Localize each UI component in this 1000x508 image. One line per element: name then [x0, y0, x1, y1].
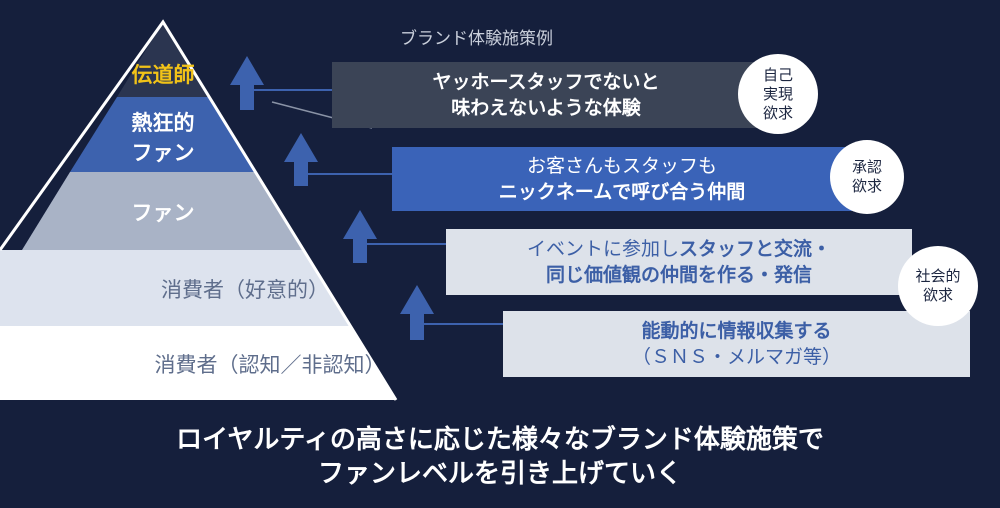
need-text: 自己 — [762, 65, 793, 84]
need-bubble-recognition: 承認 欲求 — [830, 140, 904, 214]
measure-text-line1: イベントに参加しスタッフと交流・ — [527, 236, 831, 262]
need-text: 実現 — [762, 84, 793, 103]
up-arrow-icon — [230, 56, 264, 110]
footer-caption-line2: ファンレベルを引き上げていく — [317, 459, 682, 489]
measure-box-self-actualization: ヤッホースタッフでないと 味わえないような体験 — [332, 62, 760, 128]
need-text: 欲求 — [762, 103, 793, 122]
need-text: 承認 — [851, 158, 882, 176]
up-arrow-icon — [284, 133, 318, 186]
section-title: ブランド体験施策例 — [400, 28, 553, 49]
need-bubble-social: 社会的 欲求 — [898, 246, 978, 326]
pyramid-tier-consumer-favorable — [0, 250, 350, 326]
pyramid-tier-passionate-fan — [70, 97, 256, 172]
measure-text-line1: お客さんもスタッフも — [526, 155, 717, 177]
pyramid-tier-evangelist — [117, 22, 209, 97]
need-text: 欲求 — [851, 177, 882, 195]
measure-text-line2: 同じ価値観の仲間を作る・発信 — [545, 264, 812, 286]
tier-label-evangelist: 伝道師 — [132, 63, 195, 87]
tier-label-passionate-line2: ファン — [132, 141, 195, 165]
footer-caption-line1: ロイヤルティの高さに応じた様々なブランド体験施策で — [176, 425, 824, 455]
pyramid-tier-consumer-awareness — [0, 326, 396, 400]
tier-label-passionate-line1: 熱狂的 — [132, 111, 195, 135]
up-arrow-icon — [343, 210, 377, 263]
measure-text-line1: 能動的に情報収集する — [641, 320, 832, 342]
measure-box-recognition: お客さんもスタッフも ニックネームで呼び合う仲間 — [392, 147, 852, 211]
tier-label-fan: ファン — [132, 201, 195, 225]
need-bubble-self-actualization: 自己 実現 欲求 — [738, 54, 818, 134]
pyramid-outline — [0, 19, 398, 401]
need-text: 社会的 — [915, 267, 961, 285]
need-text: 欲求 — [922, 286, 953, 304]
measure-text-line1b: スタッフと交流・ — [679, 238, 832, 260]
measure-box-social: イベントに参加しスタッフと交流・ 同じ価値観の仲間を作る・発信 — [446, 229, 912, 295]
up-arrow-icon — [400, 285, 434, 340]
measure-box-information: 能動的に情報収集する （ＳＮＳ・メルマガ等） — [503, 311, 970, 377]
tier-label-consumer-favorable: 消費者（好意的） — [161, 278, 329, 302]
measure-text-line2: （ＳＮＳ・メルマガ等） — [631, 346, 841, 368]
tier-label-consumer-awareness: 消費者（認知／非認知） — [155, 353, 386, 377]
measure-text-line1a: イベントに参加し — [526, 238, 679, 260]
measure-text-line1: ヤッホースタッフでないと — [432, 71, 660, 93]
pyramid-tier-fan — [22, 172, 303, 250]
measure-text-line2: ニックネームで呼び合う仲間 — [498, 181, 746, 203]
measure-text-line2: 味わえないような体験 — [451, 97, 641, 119]
